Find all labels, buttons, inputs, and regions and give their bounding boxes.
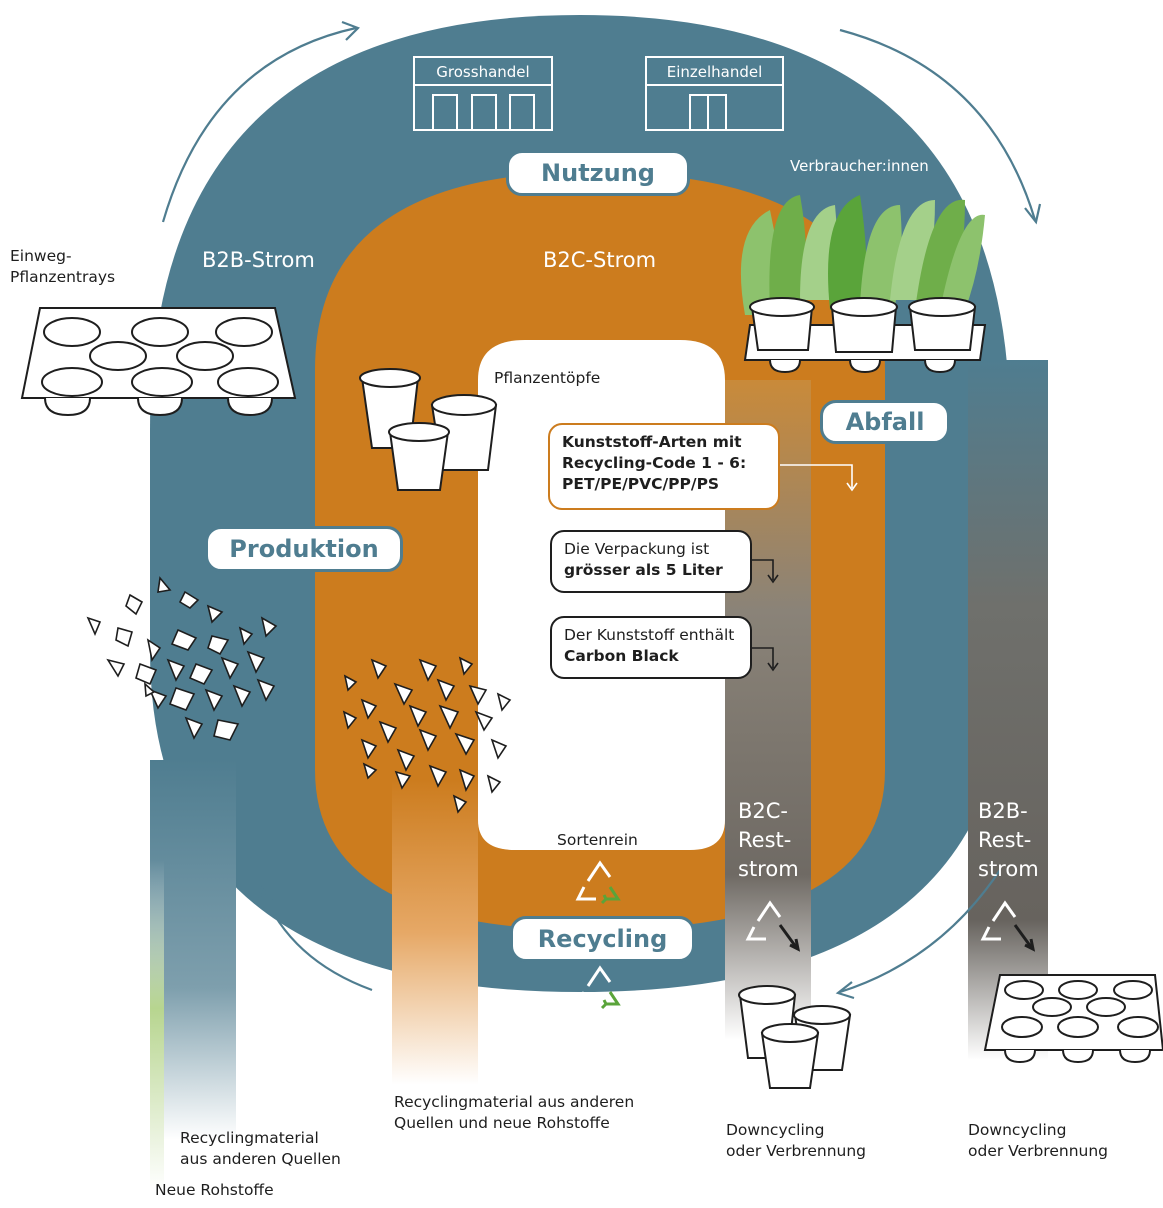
plant-pots-upper [359, 368, 498, 491]
plant-tray-left [20, 307, 297, 417]
criteria-carbon-black: Der Kunststoff enthält Carbon Black [550, 616, 752, 679]
wholesale-label: Grosshandel [436, 63, 530, 81]
recycle-symbol-recycling [575, 965, 621, 1010]
shop-buildings [413, 56, 784, 131]
plant-pots-lower [738, 985, 852, 1089]
criteria-1-line3: PET/PE/PVC/PP/PS [562, 475, 720, 493]
b2b-stream-label: B2B-Strom [202, 248, 315, 272]
criteria-1-line1: Kunststoff-Arten mit [562, 433, 742, 451]
left-input-green [150, 860, 164, 1190]
sortenrein-label: Sortenrein [557, 831, 638, 849]
criteria-arrow-3 [752, 647, 774, 668]
arrow-bottom-left [260, 889, 373, 992]
new-raw-label: Neue Rohstoffe [155, 1181, 274, 1199]
recycle-symbol-downcycle-b2b [980, 900, 1036, 952]
retail-label: Einzelhandel [666, 63, 763, 81]
trays-label: Einweg- Pflanzentrays [10, 247, 116, 286]
b2b-rest-stream [968, 360, 1048, 1060]
arrow-top-left [161, 26, 357, 223]
criteria-3-line2: Carbon Black [564, 647, 679, 665]
criteria-size: Die Verpackung ist grösser als 5 Liter [550, 530, 752, 593]
b2c-stream-label: B2C-Strom [543, 248, 657, 272]
downcycling-b2c-label: Downcycling oder Verbrennung [726, 1121, 867, 1160]
criteria-arrow-2 [752, 559, 774, 580]
recycle-symbol-downcycle-b2c [745, 900, 801, 952]
b2c-rest-label: B2C- Rest- strom [738, 799, 799, 881]
arrow-top-right [839, 28, 1037, 221]
middle-input-stream [392, 780, 478, 1085]
criteria-arrow-1 [780, 464, 853, 488]
criteria-3-line1: Der Kunststoff enthält [564, 626, 735, 644]
plastic-flakes-left [86, 576, 278, 741]
criteria-2-line1: Die Verpackung ist [564, 540, 710, 558]
criteria-2-line2: grösser als 5 Liter [564, 561, 723, 579]
inner-track [478, 340, 725, 850]
criteria-plastic-types: Kunststoff-Arten mit Recycling-Code 1 - … [548, 423, 780, 510]
pots-label: Pflanzentöpfe [494, 369, 601, 387]
plant-tray-right [983, 974, 1163, 1064]
recycled-other-label: Recyclingmaterial aus anderen Quellen [180, 1129, 341, 1168]
stage-produktion: Produktion [205, 526, 403, 572]
arrow-bottom-right [839, 869, 1001, 994]
stage-recycling: Recycling [510, 916, 695, 962]
recycled-other-new-label: Recyclingmaterial aus anderen Quellen un… [394, 1093, 635, 1132]
downcycling-b2b-label: Downcycling oder Verbrennung [968, 1121, 1109, 1160]
plastic-flakes-middle [342, 656, 512, 814]
recycle-symbol-sortenrein [575, 860, 621, 905]
left-input-stream [150, 760, 236, 1140]
b2b-rest-label: B2B- Rest- strom [978, 799, 1039, 881]
consumers-label: Verbraucher:innen [790, 157, 929, 175]
criteria-1-line2: Recycling-Code 1 - 6: [562, 454, 747, 472]
stage-nutzung: Nutzung [506, 150, 690, 196]
plants-tray [740, 195, 987, 374]
stage-abfall: Abfall [820, 400, 950, 444]
